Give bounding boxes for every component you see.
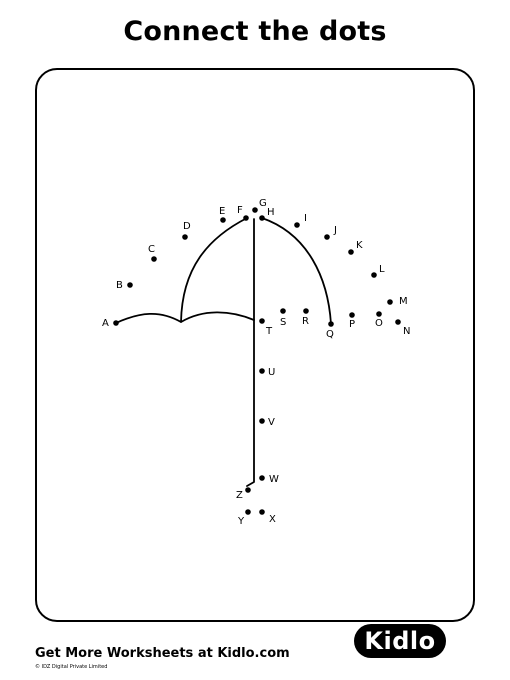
dot-g: G — [252, 198, 267, 213]
dot-marker — [220, 217, 226, 223]
dot-label: A — [102, 318, 109, 329]
dot-marker — [280, 308, 286, 314]
dot-label: Z — [236, 490, 243, 501]
dot-label: F — [237, 205, 243, 216]
dot-marker — [395, 319, 401, 325]
dot-marker — [259, 215, 265, 221]
dot-b: B — [116, 280, 133, 291]
dot-marker — [328, 321, 334, 327]
dot-label: J — [333, 225, 337, 236]
dot-n: N — [395, 319, 410, 337]
dot-marker — [252, 207, 258, 213]
dot-e: E — [219, 206, 226, 223]
dot-k: K — [348, 240, 363, 255]
dot-d: D — [182, 221, 191, 240]
dot-label: G — [259, 198, 267, 209]
dot-marker — [182, 234, 188, 240]
dot-i: I — [294, 213, 307, 228]
dot-f: F — [237, 205, 249, 221]
dot-marker — [243, 215, 249, 221]
dot-label: W — [269, 474, 279, 485]
dot-marker — [376, 311, 382, 317]
dot-z: Z — [236, 487, 251, 501]
dot-label: O — [375, 318, 383, 329]
dot-label: Q — [326, 329, 334, 340]
umbrella-outline — [115, 217, 332, 487]
dot-marker — [387, 299, 393, 305]
dot-label: Y — [237, 516, 245, 527]
footer-cta: Get More Worksheets at Kidlo.com — [35, 646, 290, 661]
dot-label: C — [148, 244, 155, 255]
dot-marker — [113, 320, 119, 326]
dot-u: U — [259, 367, 275, 378]
dot-marker — [259, 368, 265, 374]
dot-label: B — [116, 280, 123, 291]
dot-marker — [348, 249, 354, 255]
page-title: Connect the dots — [123, 16, 387, 47]
dot-label: D — [183, 221, 191, 232]
dot-a: A — [102, 318, 119, 329]
dot-label: P — [349, 319, 355, 330]
dot-marker — [245, 509, 251, 515]
footer-copyright: © IDZ Digital Private Limited — [35, 664, 108, 670]
dot-w: W — [259, 474, 279, 485]
dot-label: K — [356, 240, 363, 251]
dot-label: L — [379, 264, 385, 275]
dot-marker — [259, 509, 265, 515]
umbrella-canopy-left-rib — [180, 217, 248, 323]
umbrella-handle-shaft — [246, 218, 255, 487]
kidlo-logo: Kidlo — [354, 624, 446, 658]
dot-label: T — [265, 326, 273, 337]
dot-v: V — [259, 417, 275, 428]
dot-q: Q — [326, 321, 334, 340]
worksheet-frame — [35, 68, 475, 622]
dot-marker — [245, 487, 251, 493]
dot-label: X — [269, 514, 276, 525]
dot-h: H — [259, 207, 275, 221]
dot-marker — [127, 282, 133, 288]
dot-p: P — [349, 312, 355, 330]
dot-label: E — [219, 206, 225, 217]
dot-o: O — [375, 311, 383, 329]
dot-s: S — [280, 308, 286, 328]
dot-label: U — [268, 367, 275, 378]
dot-label: I — [304, 213, 307, 224]
dot-t: T — [259, 318, 273, 337]
dot-marker — [303, 308, 309, 314]
umbrella-canopy-edge — [115, 311, 255, 324]
dot-marker — [259, 418, 265, 424]
dot-label: M — [399, 296, 408, 307]
dot-marker — [371, 272, 377, 278]
dot-r: R — [302, 308, 309, 327]
dot-j: J — [324, 225, 337, 240]
dot-label: N — [403, 326, 410, 337]
dot-label: H — [267, 207, 275, 218]
dot-marker — [259, 318, 265, 324]
dot-marker — [324, 234, 330, 240]
dot-marker — [294, 222, 300, 228]
dot-y: Y — [237, 509, 251, 527]
dot-c: C — [148, 244, 157, 262]
dot-m: M — [387, 296, 408, 307]
dot-marker — [151, 256, 157, 262]
dot-label: R — [302, 316, 309, 327]
dot-l: L — [371, 264, 385, 278]
dot-x: X — [259, 509, 276, 525]
dots-layer: A B C D E F GH I J K L M N O P Q R ST U V W X Y Z — [102, 198, 410, 527]
dot-label: S — [280, 317, 286, 328]
umbrella-canopy-right-rib — [261, 217, 332, 325]
dot-marker — [259, 475, 265, 481]
dot-label: V — [268, 417, 275, 428]
dot-marker — [349, 312, 355, 318]
